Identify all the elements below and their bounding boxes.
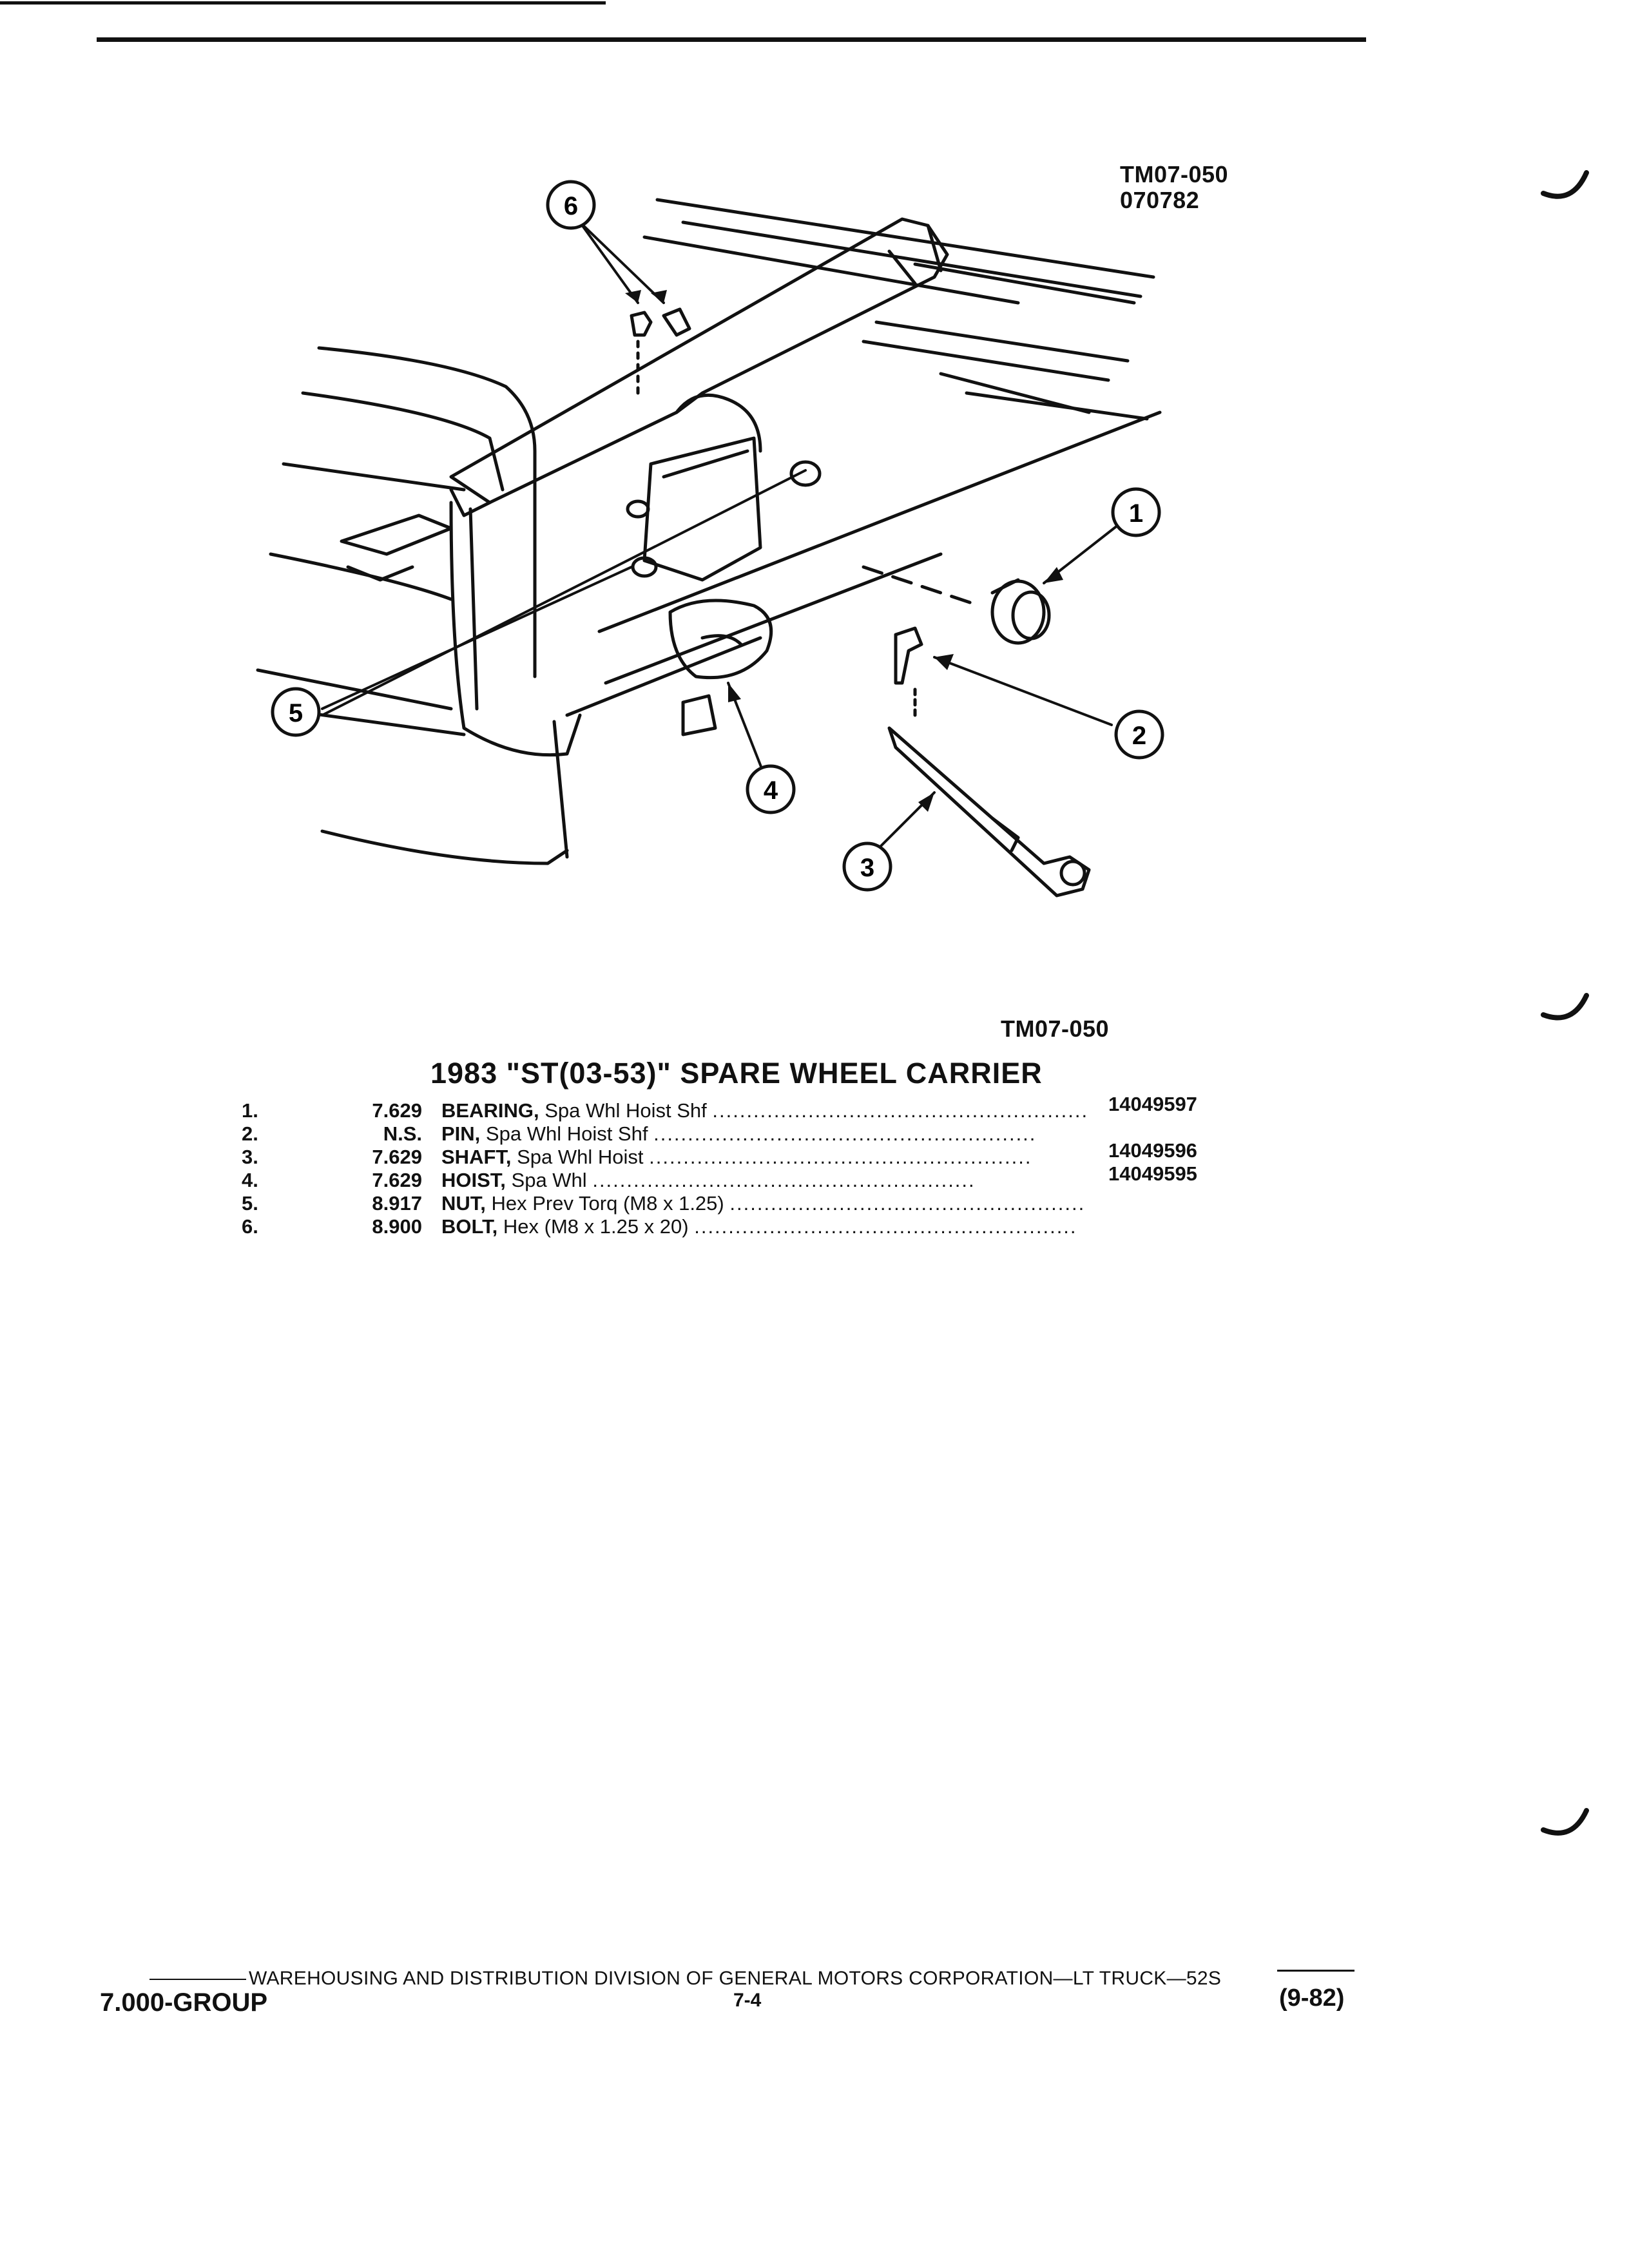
- callout-2: 2: [1114, 709, 1164, 760]
- parts-row: 5. 8.917 NUT, Hex Prev Torq (M8 x 1.25) …: [242, 1192, 1253, 1215]
- item-number: 2.: [242, 1122, 258, 1145]
- parts-list-title: 1983 "ST(03-53)" SPARE WHEEL CARRIER: [430, 1057, 1043, 1090]
- footer-publisher-text: WAREHOUSING AND DISTRIBUTION DIVISION OF…: [249, 1968, 1222, 1989]
- part-name: BOLT,: [441, 1215, 498, 1238]
- part-detail: Spa Whl Hoist: [517, 1146, 644, 1168]
- parts-list: 1. 7.629 BEARING, Spa Whl Hoist Shf ....…: [242, 1093, 1253, 1238]
- callout-3-label: 3: [860, 854, 874, 882]
- callout-6-label: 6: [564, 192, 578, 220]
- top-rule-short: [0, 1, 606, 5]
- part-number: 14049597: [1108, 1093, 1197, 1115]
- part-name: SHAFT,: [441, 1146, 512, 1168]
- item-number: 4.: [242, 1169, 258, 1191]
- footer-date-rule: [1277, 1970, 1354, 1972]
- group-number: 8.900: [372, 1215, 422, 1238]
- leader-dots: ........................................…: [712, 1099, 1086, 1122]
- leader-dots: ........................................…: [653, 1122, 1037, 1145]
- parts-row: 2. N.S. PIN, Spa Whl Hoist Shf .........…: [242, 1122, 1253, 1146]
- leader-dots: ........................................…: [592, 1169, 976, 1191]
- leader-dots: ........................................…: [694, 1215, 1077, 1238]
- callout-4-label: 4: [764, 776, 778, 805]
- spare-wheel-carrier-illustration: 1 2 3 4 5 6: [256, 180, 1164, 898]
- group-number: N.S.: [383, 1122, 422, 1145]
- part-description: PIN, Spa Whl Hoist Shf .................…: [441, 1122, 1086, 1146]
- part-number: 14049596: [1108, 1139, 1197, 1162]
- part-name: HOIST,: [441, 1169, 506, 1191]
- footer-date: (9-82): [1279, 1984, 1345, 2012]
- leader-dots: ........................................…: [729, 1192, 1086, 1215]
- group-number: 7.629: [372, 1099, 422, 1122]
- footer-page-number: 7-4: [733, 1990, 762, 2011]
- item-number: 3.: [242, 1146, 258, 1168]
- item-number: 5.: [242, 1192, 258, 1215]
- callout-5: 5: [271, 687, 321, 737]
- part-detail: Hex (M8 x 1.25 x 20): [503, 1215, 689, 1238]
- part-detail: Spa Whl: [511, 1169, 587, 1191]
- figure-code-top: TM07-050: [1120, 161, 1229, 187]
- item-number: 1.: [242, 1099, 258, 1122]
- part-description: SHAFT, Spa Whl Hoist ...................…: [441, 1146, 1086, 1169]
- callout-4: 4: [746, 764, 796, 814]
- part-name: NUT,: [441, 1192, 486, 1215]
- part-detail: Hex Prev Torq (M8 x 1.25): [491, 1192, 724, 1215]
- footer-publisher-line: WAREHOUSING AND DISTRIBUTION DIVISION OF…: [149, 1968, 1221, 1990]
- callout-6: 6: [546, 180, 596, 230]
- item-number: 6.: [242, 1215, 258, 1238]
- group-number: 7.629: [372, 1169, 422, 1191]
- group-number: 8.917: [372, 1192, 422, 1215]
- group-number: 7.629: [372, 1146, 422, 1168]
- figure-date-code: 070782: [1120, 187, 1200, 213]
- part-name: PIN,: [441, 1122, 481, 1145]
- part-description: BEARING, Spa Whl Hoist Shf .............…: [441, 1099, 1086, 1122]
- part-detail: Spa Whl Hoist Shf: [545, 1099, 707, 1122]
- top-rule: [97, 37, 1366, 42]
- parts-row: 1. 7.629 BEARING, Spa Whl Hoist Shf ....…: [242, 1093, 1253, 1122]
- part-description: HOIST, Spa Whl .........................…: [441, 1169, 1086, 1192]
- footer-group: 7.000-GROUP: [100, 1988, 268, 2017]
- callout-1-label: 1: [1129, 499, 1143, 528]
- leader-dots: ........................................…: [649, 1146, 1032, 1168]
- figure-code-bottom: TM07-050: [1001, 1015, 1110, 1042]
- parts-row: 6. 8.900 BOLT, Hex (M8 x 1.25 x 20) ....…: [242, 1215, 1253, 1238]
- callout-5-label: 5: [289, 699, 303, 727]
- part-name: BEARING,: [441, 1099, 539, 1122]
- callout-3: 3: [842, 841, 892, 892]
- part-description: NUT, Hex Prev Torq (M8 x 1.25) .........…: [441, 1192, 1086, 1215]
- callout-2-label: 2: [1132, 722, 1146, 750]
- part-number: 14049595: [1108, 1162, 1197, 1185]
- footer-lead-rule: [149, 1979, 246, 1981]
- callout-1: 1: [1111, 487, 1161, 537]
- part-detail: Spa Whl Hoist Shf: [485, 1122, 648, 1145]
- part-description: BOLT, Hex (M8 x 1.25 x 20) .............…: [441, 1215, 1086, 1238]
- parts-row: 3. 7.629 SHAFT, Spa Whl Hoist ..........…: [242, 1139, 1253, 1169]
- parts-row: 4. 7.629 HOIST, Spa Whl ................…: [242, 1162, 1253, 1192]
